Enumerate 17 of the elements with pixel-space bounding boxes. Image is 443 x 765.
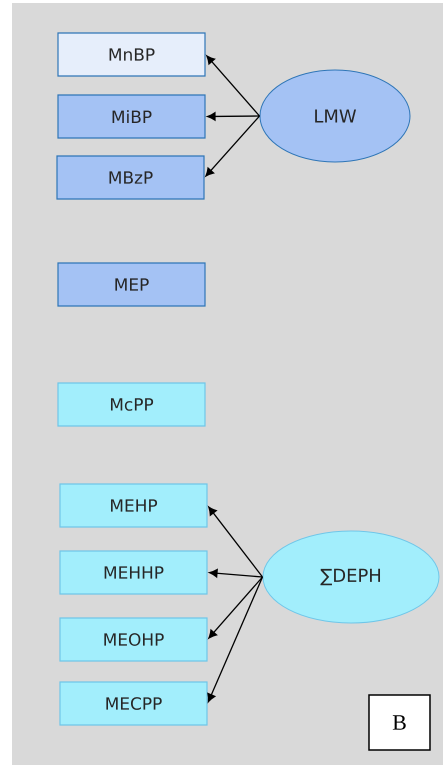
chemical-box: MEOHP [59,617,208,662]
arrow [208,506,264,578]
panel-letter-box: B [368,694,431,751]
arrow [208,576,263,639]
chemical-box: MEHHP [59,550,208,595]
arrow [207,112,260,121]
arrow [209,568,263,578]
chemical-box: MEHP [59,483,208,528]
arrow [206,55,260,116]
chemical-box: MiBP [57,94,206,139]
chemical-box: MBzP [56,155,205,200]
chemical-box: MnBP [57,32,206,77]
arrow [205,116,260,177]
chemical-box: McPP [57,382,206,427]
chemical-box: MEP [57,262,206,307]
arrow [207,576,264,702]
chemical-box: MECPP [59,681,208,726]
